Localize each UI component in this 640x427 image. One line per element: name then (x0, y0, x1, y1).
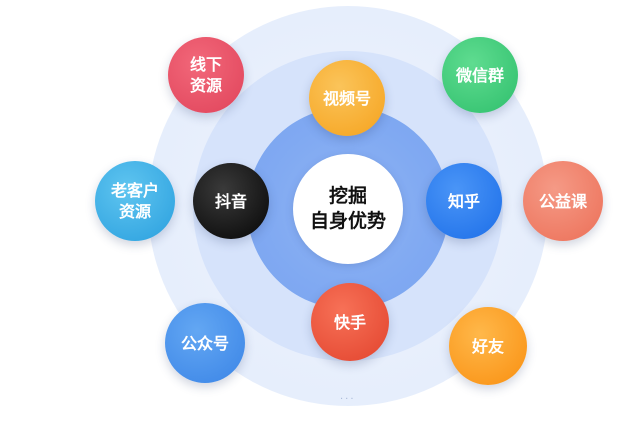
center-title-line1: 挖掘 (328, 185, 367, 207)
node-video-account[interactable]: 视频号 (309, 60, 385, 136)
node-friends[interactable]: 好友 (449, 307, 527, 385)
node-friends-label: 好友 (471, 336, 504, 356)
node-video-account-label: 视频号 (322, 88, 371, 108)
node-public-class[interactable]: 公益课 (523, 161, 603, 241)
node-official-account[interactable]: 公众号 (165, 303, 245, 383)
node-zhihu-label: 知乎 (447, 191, 480, 211)
node-offline-resources-line1: 线下 (189, 55, 222, 74)
node-public-class-label: 公益课 (538, 191, 587, 211)
node-official-account-label: 公众号 (180, 333, 229, 353)
node-old-customer-resources-line1: 老客户 (110, 181, 159, 200)
node-zhihu[interactable]: 知乎 (426, 163, 502, 239)
center-node: 挖掘 自身优势 (293, 154, 403, 264)
node-kuaishou-label: 快手 (333, 312, 366, 332)
node-offline-resources-line2: 资源 (189, 76, 222, 95)
node-kuaishou[interactable]: 快手 (311, 283, 389, 361)
node-douyin[interactable]: 抖音 (193, 163, 269, 239)
node-old-customer-resources[interactable]: 老客户 资源 (95, 161, 175, 241)
node-old-customer-resources-line2: 资源 (118, 202, 151, 221)
node-douyin-label: 抖音 (214, 191, 247, 211)
node-wechat-group-label: 微信群 (455, 65, 504, 85)
center-title-line2: 自身优势 (309, 210, 386, 232)
node-offline-resources[interactable]: 线下 资源 (168, 37, 244, 113)
decorative-dots: ··· (340, 394, 356, 405)
node-wechat-group[interactable]: 微信群 (442, 37, 518, 113)
